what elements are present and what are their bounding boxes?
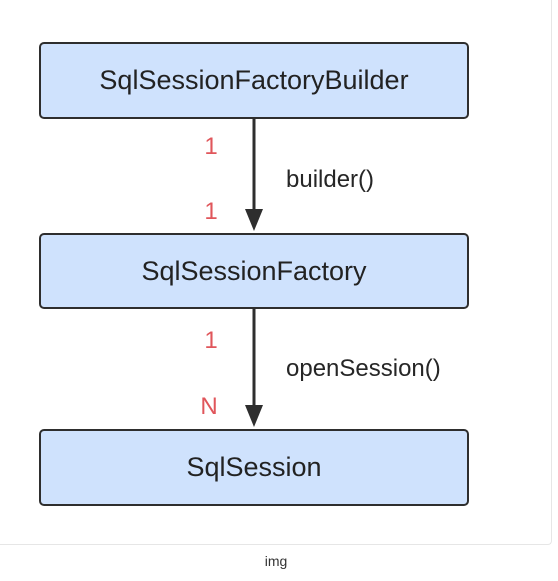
arrowhead-icon [245,209,263,231]
edge-factory-to-session [245,309,263,427]
multiplicity-source-builder: 1 [204,133,218,160]
arrowhead-icon [245,405,263,427]
edge-label-opensession: openSession() [286,355,441,382]
node-label: SqlSessionFactory [141,255,367,286]
multiplicity-source-factory: 1 [204,327,218,354]
multiplicity-target-factory: 1 [204,198,218,225]
diagram-frame [0,0,552,545]
node-label: SqlSession [186,452,322,482]
image-caption: img [264,553,288,569]
node-sqlsessionfactory: SqlSessionFactory [39,233,469,309]
edge-builder-to-factory [245,119,263,231]
node-sqlsessionfactorybuilder: SqlSessionFactoryBuilder [39,42,469,119]
multiplicity-target-session: N [200,393,218,420]
node-label: SqlSessionFactoryBuilder [99,65,409,95]
edge-label-builder: builder() [286,166,375,193]
node-sqlsession: SqlSession [39,429,469,506]
